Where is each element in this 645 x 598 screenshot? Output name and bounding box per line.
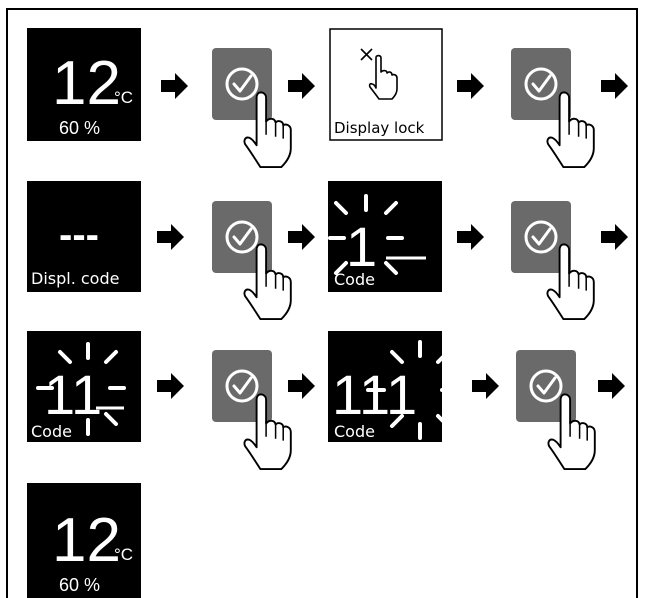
start-temperature: 12 bbox=[52, 49, 121, 118]
end-display: 12 °C 60 % bbox=[27, 483, 141, 598]
blink-rays bbox=[36, 342, 126, 436]
end-temperature: 12 bbox=[52, 506, 121, 575]
code-display-label: Displ. code bbox=[31, 269, 119, 288]
code-digits: 111 bbox=[332, 363, 417, 426]
code-digits: 11 bbox=[44, 363, 102, 426]
code-digits: 1 bbox=[346, 215, 377, 278]
code-dashes: --- bbox=[59, 213, 99, 257]
end-temperature-unit: °C bbox=[114, 545, 133, 564]
blink-rays bbox=[328, 194, 404, 275]
start-humidity: 60 % bbox=[59, 118, 100, 138]
start-temperature-unit: °C bbox=[114, 88, 133, 107]
code-entry-1: 1 Code bbox=[328, 181, 442, 292]
lock-panel: Display lock bbox=[329, 28, 443, 141]
cross-touch-icon bbox=[360, 48, 398, 100]
start-display: 12 °C 60 % bbox=[27, 28, 141, 141]
code-label: Code bbox=[31, 422, 72, 441]
lock-panel-label: Display lock bbox=[334, 119, 425, 137]
code-entry-3: 111 Code bbox=[328, 331, 458, 442]
code-label: Code bbox=[334, 422, 375, 441]
code-display: --- Displ. code bbox=[27, 181, 141, 292]
code-entry-2: 11 Code bbox=[27, 331, 141, 442]
end-humidity: 60 % bbox=[59, 575, 100, 595]
blink-rays bbox=[366, 340, 458, 440]
code-label: Code bbox=[334, 270, 375, 289]
